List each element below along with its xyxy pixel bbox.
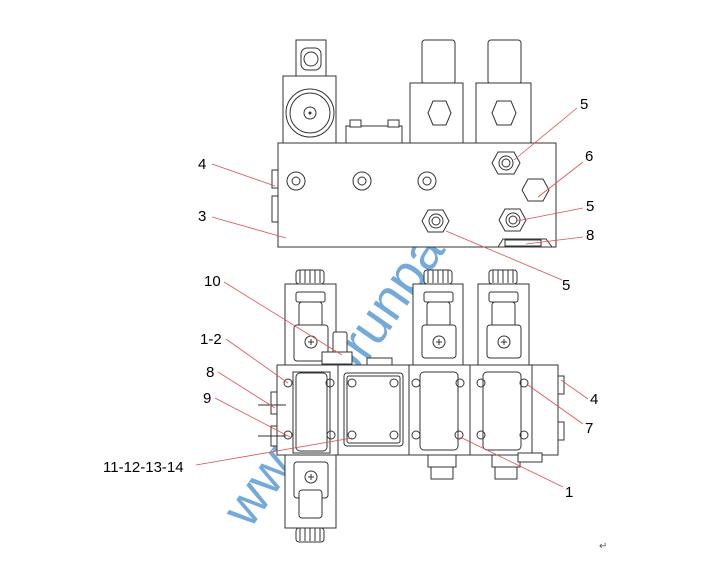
top-cartridge-2 [475, 82, 532, 144]
callout-labels: 4 3 5 6 5 8 5 10 1-2 8 9 11-12-13-14 4 7… [103, 96, 598, 501]
top-manifold-block [277, 142, 557, 248]
top-cartridge-1 [409, 82, 464, 144]
hex-plug [491, 151, 521, 175]
callout-4-front: 4 [590, 391, 598, 408]
cover-plate [343, 372, 404, 447]
hex-plug [521, 178, 550, 202]
callout-5-right: 5 [586, 198, 594, 215]
top-view [271, 39, 557, 248]
return-mark: ↵ [599, 541, 607, 552]
callout-6: 6 [585, 148, 593, 165]
hex-plug [498, 208, 527, 232]
solenoid-left [284, 269, 337, 366]
front-manifold-block [276, 364, 559, 456]
leader-lines [195, 107, 589, 488]
callout-5-upper: 5 [580, 96, 588, 113]
hex-plug [421, 209, 450, 233]
valve-plate [283, 371, 336, 454]
callout-10: 10 [204, 273, 221, 290]
callout-7: 7 [585, 420, 593, 437]
top-solenoid-coil [282, 75, 337, 144]
callout-11-12-13-14: 11-12-13-14 [103, 459, 184, 476]
solenoid-middle [412, 269, 464, 366]
callout-4-top: 4 [198, 156, 206, 173]
valve-plate [476, 371, 529, 451]
front-view [258, 269, 565, 543]
callout-3: 3 [198, 208, 206, 225]
callout-9: 9 [203, 390, 211, 407]
callout-1: 1 [565, 484, 573, 501]
valve-plate [411, 371, 465, 451]
callout-8-top: 8 [586, 227, 594, 244]
callout-8-front: 8 [206, 364, 214, 381]
callout-5-lower: 5 [562, 277, 570, 294]
solenoid-right [477, 269, 530, 366]
callout-1-2: 1-2 [200, 331, 222, 348]
solenoid-bottom [284, 454, 337, 543]
